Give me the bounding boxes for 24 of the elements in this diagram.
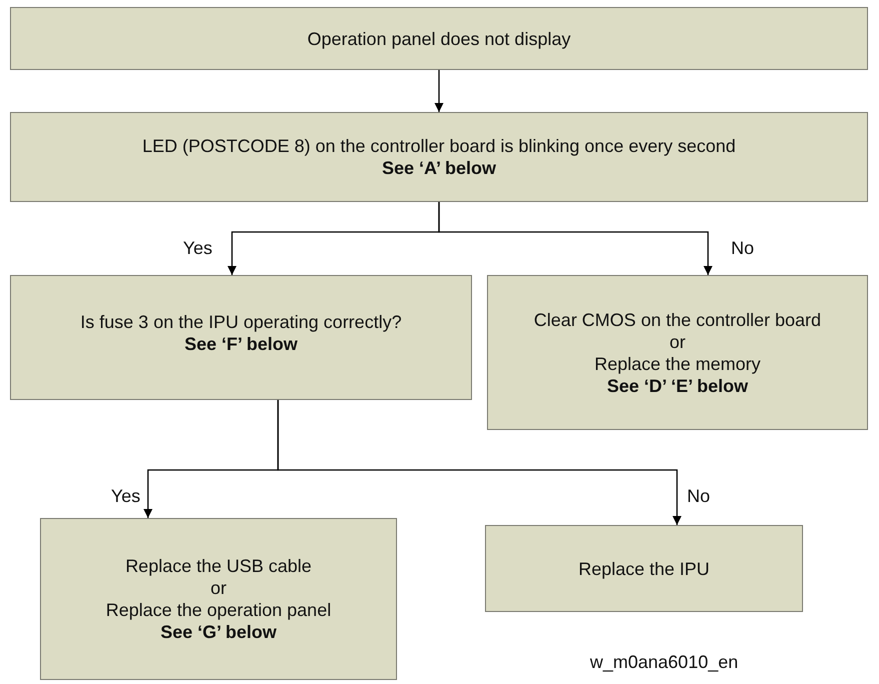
arrow bbox=[277, 400, 682, 525]
step-text: Replace the USB cable bbox=[125, 555, 312, 577]
step-text: or bbox=[210, 577, 226, 599]
arrow bbox=[438, 202, 712, 275]
step-text: Replace the memory bbox=[594, 352, 761, 374]
process-box bbox=[487, 275, 868, 430]
step-text: Operation panel does not display bbox=[307, 28, 571, 50]
step-text: Replace the operation panel bbox=[106, 599, 332, 621]
process-box bbox=[10, 112, 868, 202]
process-box bbox=[485, 525, 803, 612]
reference-note: See ‘D’ ‘E’ below bbox=[606, 374, 748, 396]
figure-id: w_m0ana6010_en bbox=[590, 652, 738, 673]
arrow bbox=[434, 70, 444, 112]
process-box bbox=[10, 7, 868, 70]
step-text: Clear CMOS on the controller board bbox=[534, 308, 822, 330]
step-text: Replace the IPU bbox=[578, 558, 710, 580]
reference-note: See ‘A’ below bbox=[382, 157, 496, 179]
step-text: LED (POSTCODE 8) on the controller board is blinking once every second bbox=[142, 135, 736, 157]
reference-note: See ‘G’ below bbox=[160, 621, 277, 643]
reference-note: See ‘F’ below bbox=[184, 332, 298, 354]
step-text: or bbox=[669, 330, 686, 352]
process-box bbox=[10, 275, 472, 400]
process-box bbox=[40, 518, 397, 680]
step-text: Is fuse 3 on the IPU operating correctly? bbox=[80, 310, 402, 332]
